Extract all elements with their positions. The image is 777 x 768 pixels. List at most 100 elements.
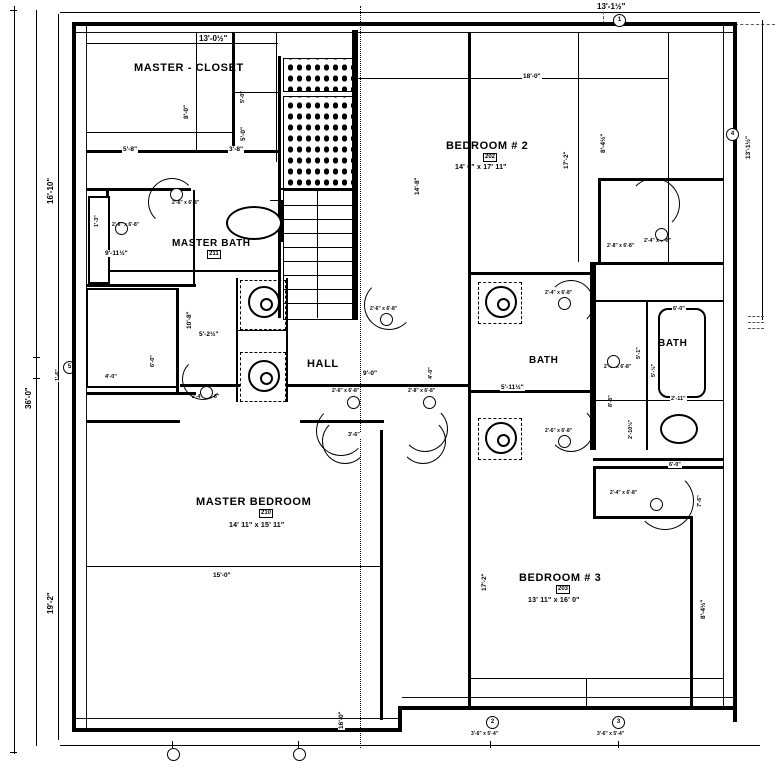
dim-closet-right: 3'-8" [228,146,245,153]
bathmid-wall-top [508,272,594,275]
dim-left-overall: 36'-0" [24,387,33,410]
room-label-bedroom2: BEDROOM # 2 [446,140,529,152]
grid-marker-bot-1[interactable] [167,748,180,761]
bathright-wall-mid [596,300,723,302]
linen-closet [86,288,178,388]
stair-treads [283,190,353,320]
bed2-wall-right [468,32,471,328]
dim-left-upper: 16'-10" [46,177,55,205]
bed2-wall-bottom [468,272,510,275]
window-marker-top[interactable]: 1 [613,14,626,27]
window-marker-right[interactable]: 4 [726,128,739,141]
stair-tread [284,233,352,234]
dim-bed2-far-right: 8'-4½" [600,133,607,154]
dim-guide-right-dash [735,24,775,25]
mbath-closet-box [88,196,110,284]
stair-wall-right [352,30,355,320]
linen-bottom-wall [86,392,196,395]
exterior-wall-bottom-right [398,706,737,710]
bathmid-wall-right [590,262,593,450]
closet-upper-bar [235,92,279,93]
dim-bathright-b: 2'-10½" [628,419,634,440]
dim-bathright-h: 5'-1" [636,347,642,360]
fixture-tub-right [658,308,706,398]
fixture-toilet-upper [248,286,280,318]
stair-tread [284,275,352,276]
mbath-wall-top [86,188,191,191]
door-marker-bathmid-2[interactable] [558,435,571,448]
bed3-grid-v [586,678,587,708]
bathmid-hatch-lower [478,418,522,460]
room-size-master-bedroom: 14' 11" x 15' 11" [229,522,285,529]
room-label-master-bedroom: MASTER BEDROOM [196,496,312,508]
door-marker-misc-d[interactable] [607,355,620,368]
dim-mbath-depth: 10'-8" [186,311,193,330]
dim-mbath-left: 1'-3" [94,215,100,228]
dim-tick-left-mid-b [33,378,40,379]
exterior-wall-left [72,22,76,732]
door-swing-left-lower [182,358,224,400]
dim-guide-left-3 [58,14,59,740]
hall-wall-bottom [288,384,470,387]
wc-wall-left [236,278,238,402]
mbath-wall-right [193,190,195,286]
room-label-bath-right: BATH [658,338,688,349]
stair-tread [284,205,352,206]
bathright-wall-inner [646,300,648,450]
door-marker-mbath[interactable] [170,188,183,201]
dim-mbath-sub: 5'-2½" [198,331,220,338]
bed2closet-wall-left [598,178,601,264]
bed3-grid-bot [471,678,723,679]
mbath-tub-oval [226,206,282,240]
bed2-grid-v3 [578,78,579,262]
exterior-wall-right-inner [723,26,724,708]
mbed-grid-line [86,566,380,567]
fixture-toilet-right [660,414,698,444]
mbath-wall-bot [86,284,196,287]
bathright-wall-bottom [593,458,723,461]
door-marker-bathmid-1[interactable] [558,297,571,310]
grid-marker-bot-2[interactable] [293,748,306,761]
closet-jamb [276,32,277,162]
bathright-wall-left [593,262,596,450]
closet-divider [196,32,197,152]
mbed-wall-top [86,420,180,423]
door-swing-bathmid [548,280,594,326]
door-marker-hall-3[interactable] [380,313,393,326]
dim-closet-left: 5'-8" [122,146,139,153]
room-tag-master-bath: 211 [207,250,221,259]
door-marker-bed2-closet[interactable] [655,228,668,241]
closet-wall-right [232,32,235,152]
dim-tick-left-bot [10,752,17,753]
dim-closet-r-h: 7'-6" [697,495,703,508]
dim-mbed-bottom: 16'-0" [338,711,345,730]
exterior-wall-top-inner [76,32,733,33]
dim-linen-h: 6'-0" [150,355,156,368]
window-marker-bot-2[interactable]: 3 [612,716,625,729]
dim-hall-width: 9'-0" [362,370,379,377]
dim-closet-top: 13'-0½" [198,34,229,43]
stair-stringer-center [317,190,318,318]
room-tag-bedroom2: 202 [483,153,498,162]
dim-closet-5-0-b: 5'-0" [240,91,246,104]
bed2-grid-v1 [578,32,579,78]
room-tag-master-bedroom: 210 [259,509,274,518]
stair-upper-hatch [283,96,353,190]
door-label-mbath: 2'-6" x 6'-8" [172,200,200,206]
stair-tread [284,289,352,290]
dim-bed2-width: 18'-0" [522,73,542,80]
dim-bed3-right: 8'-4½" [700,599,707,620]
room-label-master-closet: MASTER - CLOSET [134,62,244,74]
exterior-wall-step [398,706,402,732]
dim-left-lower: 19'-2" [46,592,55,615]
exterior-wall-top [72,22,737,26]
dim-linen-w: 4'-0" [104,374,118,380]
dim-guide-top [60,12,760,13]
stair-landing-hatch [283,58,353,92]
dim-right-edge: 13'-1½" [745,135,752,160]
fixture-marker-mbath[interactable] [115,222,128,235]
window-label-bot-2: 3'-6" x 5'-4" [597,731,625,737]
closet-shelf-line-b [86,132,232,133]
window-marker-bot-1[interactable]: 2 [486,716,499,729]
stair-tread [284,261,352,262]
